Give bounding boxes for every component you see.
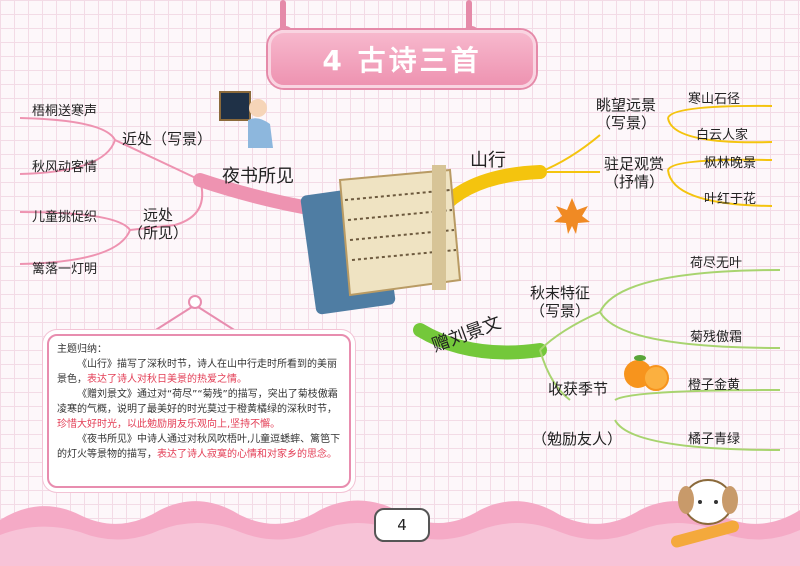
summary-para-zengliu: 《赠刘景文》通过对“荷尽”“菊残”的描写，突出了菊枝傲霜凌寒的气概，说明了最美好… bbox=[57, 387, 341, 432]
summary-p2-highlight: 珍惜大好时光，以此勉励朋友乐观向上,坚持不懈。 bbox=[57, 419, 281, 430]
node-view-line1: 眺望远景 bbox=[596, 96, 657, 114]
theme-summary: 主题归纳： 《山行》描写了深秋时节，诗人在山中行走时所看到的美丽景色，表达了诗人… bbox=[47, 334, 351, 488]
node-far-line2: （所见） bbox=[128, 224, 189, 242]
leaf-view-1: 寒山石径 bbox=[688, 92, 741, 107]
page-number: 4 bbox=[374, 508, 430, 542]
branch-left-line bbox=[114, 139, 201, 181]
node-stay-line1: 驻足观赏 bbox=[604, 155, 665, 173]
book-illustration bbox=[300, 165, 462, 315]
summary-p3-text: 《夜书所见》中诗人通过对秋风吹梧叶,儿童逗蟋蟀、篱笆下的灯火等景物的描写， bbox=[57, 434, 341, 460]
leaf-harvest-1: 橙子金黄 bbox=[688, 378, 741, 393]
poet-illustration bbox=[219, 91, 273, 148]
leaf-view-2: 白云人家 bbox=[696, 128, 749, 143]
summary-para-yeshu: 《夜书所见》中诗人通过对秋风吹梧叶,儿童逗蟋蟀、篱笆下的灯火等景物的描写，表达了… bbox=[57, 432, 341, 462]
branch-bottom-main bbox=[413, 323, 547, 360]
leaf-stay-2: 叶红于花 bbox=[704, 192, 757, 207]
node-autumn-line2: （写景） bbox=[530, 302, 591, 320]
node-autumn-line1: 秋末特征 bbox=[530, 284, 591, 302]
leaf-far-2: 篱落一灯明 bbox=[32, 262, 98, 277]
node-stay-line2: （抒情） bbox=[604, 173, 665, 191]
node-autumn: 秋末特征 （写景） bbox=[530, 284, 590, 320]
maple-leaf-icon bbox=[554, 198, 590, 234]
summary-heading: 主题归纳： bbox=[57, 344, 107, 355]
page-title: 4 古诗三首 bbox=[268, 30, 536, 88]
puppy-illustration bbox=[670, 479, 740, 548]
branch-title-yeshu: 夜书所见 bbox=[222, 166, 294, 187]
leaf-autumn-1: 荷尽无叶 bbox=[690, 256, 743, 271]
orange-icon bbox=[624, 355, 669, 391]
branch-title-shanxing: 山行 bbox=[470, 150, 506, 171]
branch-left-line2 bbox=[129, 179, 204, 231]
leaf-near-2: 秋风动客情 bbox=[32, 160, 98, 175]
leaf-harvest-2: 橘子青绿 bbox=[688, 432, 741, 447]
leaf-far-1: 儿童挑促织 bbox=[32, 210, 98, 225]
leaf-stay-1: 枫林晚景 bbox=[704, 156, 757, 171]
node-view-line2: （写景） bbox=[596, 114, 657, 132]
node-harvest-line1: 收获季节 bbox=[548, 380, 609, 398]
leaf-near-1: 梧桐送寒声 bbox=[32, 104, 98, 119]
node-stay: 驻足观赏 （抒情） bbox=[604, 155, 664, 191]
summary-p1-highlight: 表达了诗人对秋日美景的热爱之情。 bbox=[87, 374, 247, 385]
leaf-autumn-2: 菊残傲霜 bbox=[690, 330, 743, 345]
summary-p2-text: 《赠刘景文》通过对“荷尽”“菊残”的描写，突出了菊枝傲霜凌寒的气概，说明了最美好… bbox=[57, 389, 338, 415]
summary-p3-highlight: 表达了诗人寂寞的心情和对家乡的思念。 bbox=[157, 449, 337, 460]
node-view: 眺望远景 （写景） bbox=[596, 96, 656, 132]
node-far-line1: 远处 bbox=[143, 206, 174, 224]
summary-para-shanxing: 《山行》描写了深秋时节，诗人在山中行走时所看到的美丽景色，表达了诗人对秋日美景的… bbox=[57, 357, 341, 387]
node-far: 远处 （所见） bbox=[128, 206, 188, 242]
node-near: 近处（写景） bbox=[122, 130, 213, 148]
summary-p1-text: 《山行》描写了深秋时节，诗人在山中行走时所看到的美丽景色， bbox=[57, 359, 337, 385]
node-harvest-line2: （勉励友人） bbox=[532, 430, 623, 448]
